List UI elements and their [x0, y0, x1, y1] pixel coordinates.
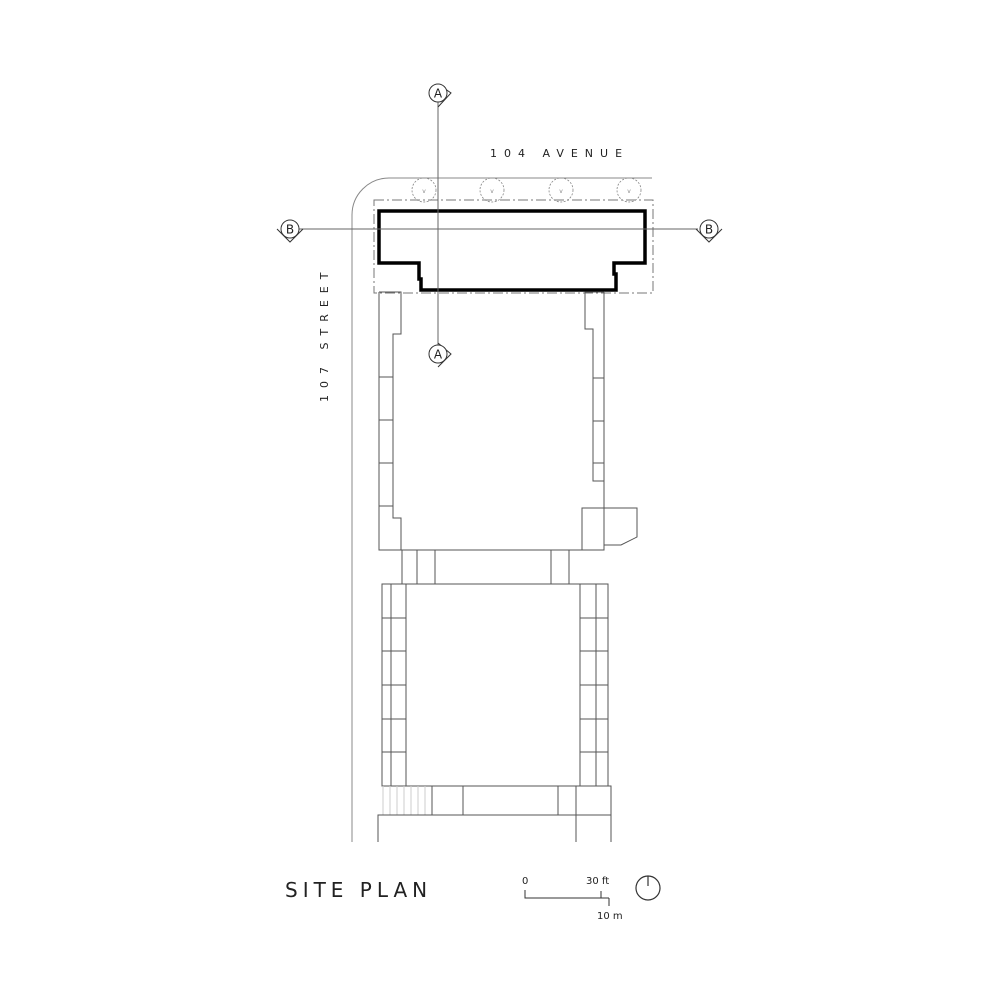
section-marker-a-top[interactable]: A — [428, 83, 452, 108]
connector-link — [401, 550, 570, 584]
existing-building-1 — [378, 291, 638, 551]
proposed-building-outline — [377, 209, 647, 292]
svg-text:v: v — [490, 188, 494, 195]
svg-text:v: v — [559, 188, 563, 195]
street-label-107-street: 107 STREET — [318, 266, 331, 402]
street-curb-line — [351, 177, 652, 842]
drawing-title: SITE PLAN — [285, 878, 432, 902]
svg-text:v: v — [627, 188, 631, 195]
existing-building-2 — [381, 583, 609, 787]
tree-icon: v — [548, 177, 574, 203]
section-marker-b-right[interactable]: B — [695, 219, 723, 243]
north-arrow-icon — [635, 875, 661, 901]
street-label-104-avenue: 104 AVENUE — [490, 147, 629, 160]
scale-metric-label: 10 m — [597, 911, 623, 922]
scale-zero-label: 0 — [522, 876, 528, 887]
scale-bar: 0 30 ft 10 m — [522, 876, 623, 922]
bottom-strip — [377, 785, 612, 842]
property-line — [373, 199, 654, 294]
tree-icon: v — [479, 177, 505, 203]
svg-text:A: A — [434, 87, 443, 101]
scale-imperial-label: 30 ft — [586, 876, 609, 887]
tree-icon: v — [616, 177, 642, 203]
svg-text:B: B — [286, 223, 294, 237]
svg-text:A: A — [434, 348, 443, 362]
svg-text:v: v — [422, 188, 426, 195]
section-marker-a-bottom[interactable]: A — [428, 342, 452, 368]
tree-icon: v — [411, 177, 437, 203]
svg-text:B: B — [705, 223, 713, 237]
section-marker-b-left[interactable]: B — [276, 219, 304, 243]
